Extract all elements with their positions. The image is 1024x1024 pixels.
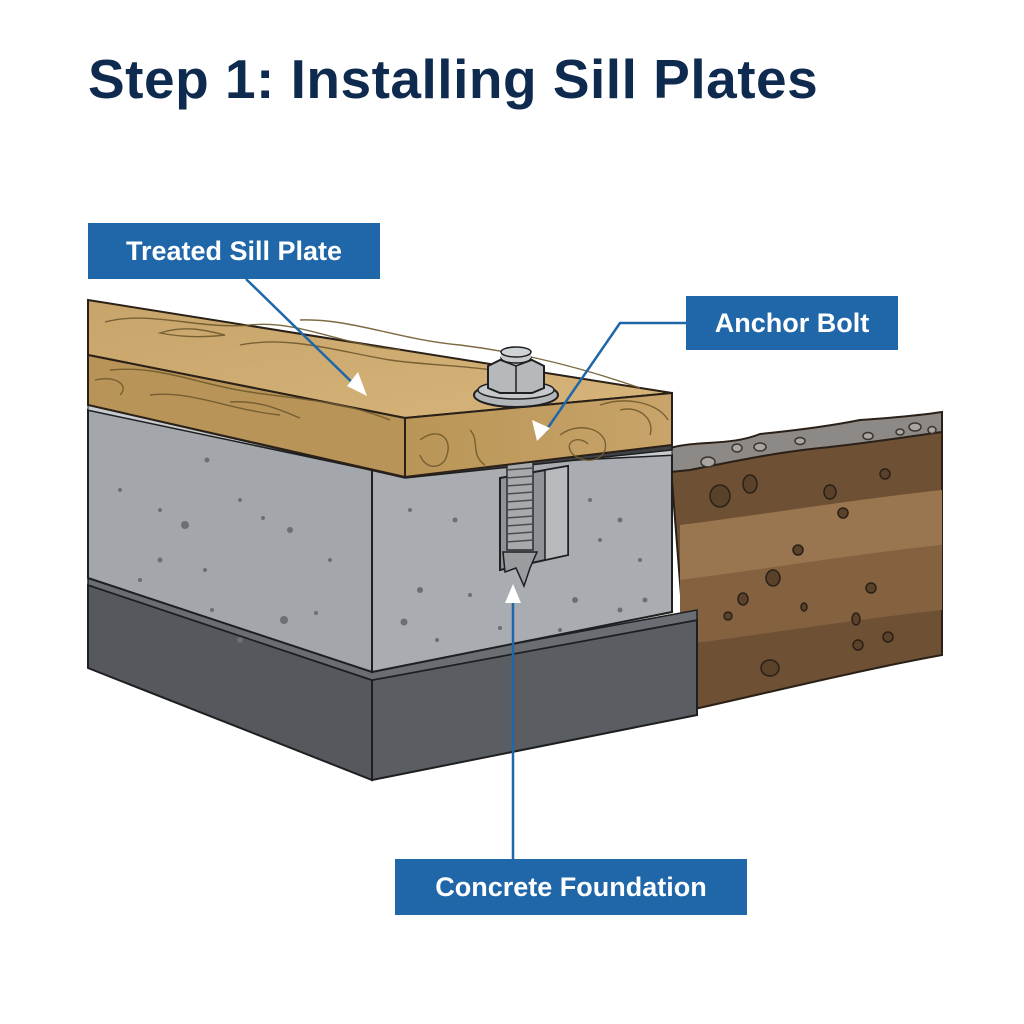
anchor-bolt-shaft xyxy=(502,459,539,589)
label-text: Anchor Bolt xyxy=(714,307,870,338)
label-anchor-bolt: Anchor Bolt xyxy=(686,296,898,350)
leader-lines xyxy=(245,278,686,859)
label-text: Concrete Foundation xyxy=(435,871,707,902)
page-title: Step 1: Installing Sill Plates xyxy=(88,48,819,110)
leader-arrowheads xyxy=(347,372,550,603)
label-concrete-foundation: Concrete Foundation xyxy=(395,859,747,915)
anchor-bolt-nut-washer xyxy=(473,346,559,408)
label-treated-sill-plate: Treated Sill Plate xyxy=(88,223,380,279)
soil-cross-section xyxy=(668,410,943,712)
label-text: Treated Sill Plate xyxy=(125,235,343,266)
